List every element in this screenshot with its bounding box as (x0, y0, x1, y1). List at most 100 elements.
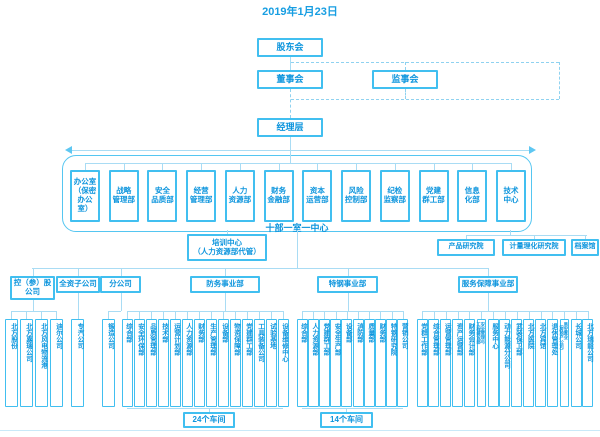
connector-line (187, 311, 188, 319)
connector-line (32, 268, 489, 269)
dashed-connector-line (290, 89, 291, 118)
connector-line (85, 163, 86, 170)
dashed-connector-line (405, 89, 406, 99)
connector-line (540, 311, 542, 319)
unit-box: 质量部 (363, 319, 375, 407)
connector-line (346, 311, 348, 319)
connector-line (402, 311, 404, 319)
connector-line (127, 408, 283, 409)
division-box: 特钢事业部 (317, 276, 378, 293)
division-box: 服务保障事业部 (458, 276, 518, 293)
unit-box: 财务会计部 (463, 319, 475, 407)
connector-line (78, 293, 79, 319)
dashed-connector-line (405, 62, 406, 70)
connector-line (225, 268, 226, 276)
connector-line (227, 230, 228, 234)
hq-caption: 十部一室一中心 (265, 223, 329, 233)
unit-box: 武装保卫部 (511, 319, 523, 407)
connector-line (346, 408, 347, 412)
connector-line (313, 311, 315, 319)
connector-line (347, 268, 349, 276)
chart-date: 2019年1月23日 (262, 6, 338, 18)
unit-box: 设备部 (341, 319, 353, 407)
connector-line (358, 311, 359, 319)
supervisory-board-box: 监事会 (372, 70, 438, 89)
connector-line (139, 311, 140, 319)
institute-box: 计量理化研究院 (502, 239, 566, 256)
connector-line (466, 235, 587, 236)
connector-line (481, 311, 483, 319)
connector-line (223, 311, 224, 319)
connector-line (41, 311, 42, 319)
connector-line (32, 300, 34, 311)
connector-line (457, 311, 459, 319)
unit-box: 人力资源部 (181, 319, 193, 407)
hq-department-box: 技术 中心 (496, 170, 526, 222)
connector-line (552, 311, 554, 319)
connector-line (278, 163, 280, 170)
connector-line (225, 293, 226, 311)
connector-line (587, 311, 589, 319)
dashed-connector-line (291, 62, 559, 63)
connector-line (271, 311, 272, 319)
connector-line (201, 163, 203, 170)
connector-line (162, 163, 164, 170)
left-arrow-icon (65, 146, 72, 154)
hq-department-box: 资本 运营部 (302, 170, 333, 222)
connector-line (123, 163, 125, 170)
unit-box: 技术部 (157, 319, 169, 407)
connector-line (0, 430, 600, 431)
dashed-connector-line (291, 99, 559, 100)
unit-box: 生产管理部 (205, 319, 217, 407)
connector-line (85, 163, 512, 164)
workshop-count-box: 14个车间 (320, 412, 373, 428)
connector-line (120, 268, 122, 276)
hq-department-box: 党建 群工部 (418, 170, 449, 222)
hq-department-box: 信息 化部 (457, 170, 488, 222)
connector-line (516, 311, 518, 319)
hq-department-box: 人力 资源部 (224, 170, 255, 222)
unit-box: 迪尔公司 (49, 319, 63, 407)
hq-department-box: 纪检 监察部 (379, 170, 410, 222)
connector-line (211, 311, 212, 319)
connector-line (511, 163, 512, 170)
connector-line (78, 268, 79, 276)
connector-line (585, 235, 586, 239)
unit-box: 特钢研究院 (386, 319, 398, 407)
connector-line (347, 293, 349, 311)
unit-box: 资产运营部 (452, 319, 464, 407)
connector-line (433, 311, 435, 319)
connector-line (469, 311, 471, 319)
connector-line (302, 311, 303, 319)
connector-line (259, 311, 260, 319)
hq-department-box: 战略 管理部 (108, 170, 139, 222)
unit-box: 易安置业 （房地产公司） (560, 319, 569, 407)
training-center-box: 培训中心 （人力资源部代管） (187, 234, 267, 261)
unit-box: 人力资源部 (307, 319, 319, 407)
connector-line (576, 311, 578, 319)
shareholders-meeting-box: 股东会 (257, 38, 323, 57)
connector-line (290, 150, 291, 163)
unit-box: 消防部 (352, 319, 364, 407)
workshop-count-box: 24个车间 (183, 412, 235, 428)
unit-box: 北方股份 (4, 319, 18, 407)
connector-line (11, 311, 56, 312)
connector-line (108, 311, 109, 319)
connector-line (422, 311, 423, 319)
hq-department-box: 风险 控制部 (341, 170, 372, 222)
unit-box: 北方医院 (523, 319, 535, 407)
connector-line (302, 408, 403, 409)
division-box: 全资子公司 (56, 276, 100, 293)
connector-line (433, 163, 435, 170)
connector-line (317, 163, 319, 170)
connector-line (466, 235, 467, 239)
connector-line (493, 311, 495, 319)
connector-line (127, 311, 128, 319)
connector-line (564, 311, 566, 319)
board-of-directors-box: 董事会 (257, 70, 323, 89)
connector-line (239, 163, 241, 170)
connector-line (380, 311, 382, 319)
unit-box: 综合部 (121, 319, 133, 407)
unit-box: 试验基地 (265, 319, 277, 407)
unit-box: 北方宾馆 (535, 319, 547, 407)
